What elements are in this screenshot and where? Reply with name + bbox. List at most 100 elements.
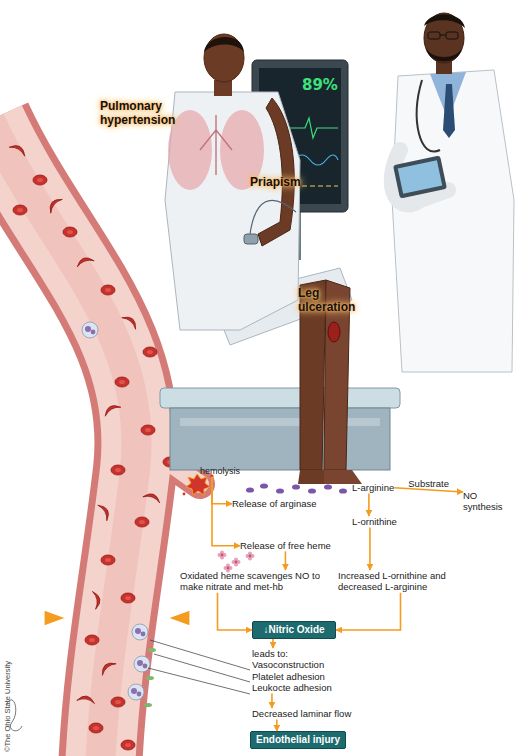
doctor bbox=[426, 48, 462, 62]
leukocyte bbox=[82, 322, 150, 700]
red-blood-cell bbox=[121, 593, 135, 603]
doctor bbox=[428, 32, 440, 39]
doctor bbox=[398, 160, 443, 194]
sickle-cell bbox=[99, 659, 117, 675]
red-blood-cell bbox=[121, 740, 135, 750]
leader-line bbox=[154, 654, 250, 682]
node-text: Oxidated heme scavenges NO to make nitra… bbox=[180, 570, 330, 593]
node-text: Leukocte adhesion bbox=[252, 682, 332, 693]
patient bbox=[328, 322, 340, 342]
hemolysis-burst bbox=[186, 474, 210, 495]
doctor bbox=[392, 70, 514, 372]
patient bbox=[200, 115, 232, 175]
patient bbox=[324, 470, 362, 484]
node-text: Endothelial injury bbox=[255, 734, 341, 746]
flow-arrow bbox=[336, 593, 401, 630]
doctor bbox=[417, 80, 440, 152]
red-blood-cell bbox=[101, 555, 115, 565]
free-heme bbox=[218, 551, 255, 573]
sickle-cell bbox=[46, 196, 62, 214]
process-step: hemolysis bbox=[200, 466, 240, 477]
flow-arrow bbox=[369, 527, 371, 570]
red-blood-cell bbox=[111, 697, 125, 707]
sickle-cell bbox=[9, 142, 28, 156]
flow-arrow bbox=[218, 593, 253, 630]
sickle-cell bbox=[9, 142, 162, 703]
copyright-note: ©The Ohio State University bbox=[3, 661, 12, 752]
doctor bbox=[424, 14, 465, 28]
doctor bbox=[446, 32, 458, 39]
platelet bbox=[144, 648, 156, 707]
symptom-label: Leg ulceration bbox=[298, 287, 360, 315]
flow-arrow bbox=[212, 477, 240, 546]
node-text: Decreased laminar flow bbox=[252, 708, 351, 719]
node-text: hemolysis bbox=[200, 466, 240, 477]
doctor bbox=[424, 13, 464, 63]
flow-arrow bbox=[276, 719, 278, 731]
leader-line bbox=[148, 640, 250, 694]
leukocyte bbox=[132, 624, 148, 640]
leukocyte bbox=[128, 684, 144, 700]
arginase-molecule bbox=[246, 487, 254, 492]
red-blood-cell bbox=[115, 377, 129, 387]
doctor bbox=[443, 84, 455, 138]
arginase-molecule bbox=[324, 484, 332, 489]
sickle-cell bbox=[102, 402, 121, 416]
symptom-label: Pulmonary hypertension bbox=[100, 100, 200, 128]
exam-table bbox=[180, 418, 380, 426]
free-heme bbox=[246, 552, 255, 561]
node-text: Release of free heme bbox=[240, 540, 331, 551]
platelet bbox=[144, 703, 152, 707]
sickle-cell bbox=[92, 590, 101, 609]
doctor bbox=[440, 35, 446, 36]
patient bbox=[165, 34, 362, 484]
arginase-molecule bbox=[276, 488, 284, 493]
flow-arrow bbox=[271, 694, 273, 708]
red-blood-cell bbox=[101, 285, 115, 295]
symptom-label: Priapism bbox=[250, 176, 301, 190]
exam-table bbox=[160, 388, 400, 408]
constriction-arrow bbox=[44, 610, 190, 626]
flow-arrow bbox=[272, 639, 274, 648]
red-blood-cell bbox=[13, 175, 177, 750]
arginase-molecule bbox=[246, 483, 347, 493]
process-step: L-arginine bbox=[352, 482, 394, 493]
hemolysis-burst bbox=[183, 474, 214, 495]
result-box: Endothelial injury bbox=[250, 731, 346, 749]
free-heme bbox=[232, 558, 241, 567]
red-blood-cell bbox=[85, 635, 99, 645]
node-text: Vasoconstruction bbox=[252, 659, 332, 670]
red-blood-cell bbox=[143, 347, 157, 357]
exam-table bbox=[170, 408, 390, 470]
doctor bbox=[393, 155, 447, 198]
node-text: Release of arginase bbox=[232, 498, 317, 509]
free-heme bbox=[218, 551, 227, 560]
doctor bbox=[392, 150, 448, 204]
red-blood-cell bbox=[89, 723, 103, 733]
red-blood-cell bbox=[111, 465, 125, 475]
red-blood-cell bbox=[33, 175, 47, 185]
blood-vessel bbox=[0, 120, 137, 756]
leader-line bbox=[150, 640, 250, 670]
patient bbox=[204, 34, 244, 82]
process-step: leads to:VasoconstructionPlatelet adhesi… bbox=[252, 648, 332, 694]
constriction-arrow bbox=[168, 610, 190, 626]
node-text: NO synthesis bbox=[463, 490, 511, 513]
sickle-cell bbox=[98, 502, 112, 521]
patient bbox=[250, 200, 296, 234]
node-text: leads to: bbox=[252, 648, 332, 659]
sickle-cell bbox=[143, 491, 162, 503]
process-step: NO synthesis bbox=[463, 490, 511, 513]
arginase-molecule bbox=[339, 488, 347, 493]
node-text: L-arginine bbox=[352, 482, 394, 493]
oxygen-saturation: 89% bbox=[302, 76, 338, 94]
red-blood-cell bbox=[63, 227, 77, 237]
sickle-cell bbox=[122, 313, 140, 329]
sickle-cell bbox=[75, 255, 94, 267]
arginase-molecule bbox=[260, 483, 268, 488]
patient bbox=[258, 98, 294, 246]
leukocyte bbox=[134, 656, 150, 672]
